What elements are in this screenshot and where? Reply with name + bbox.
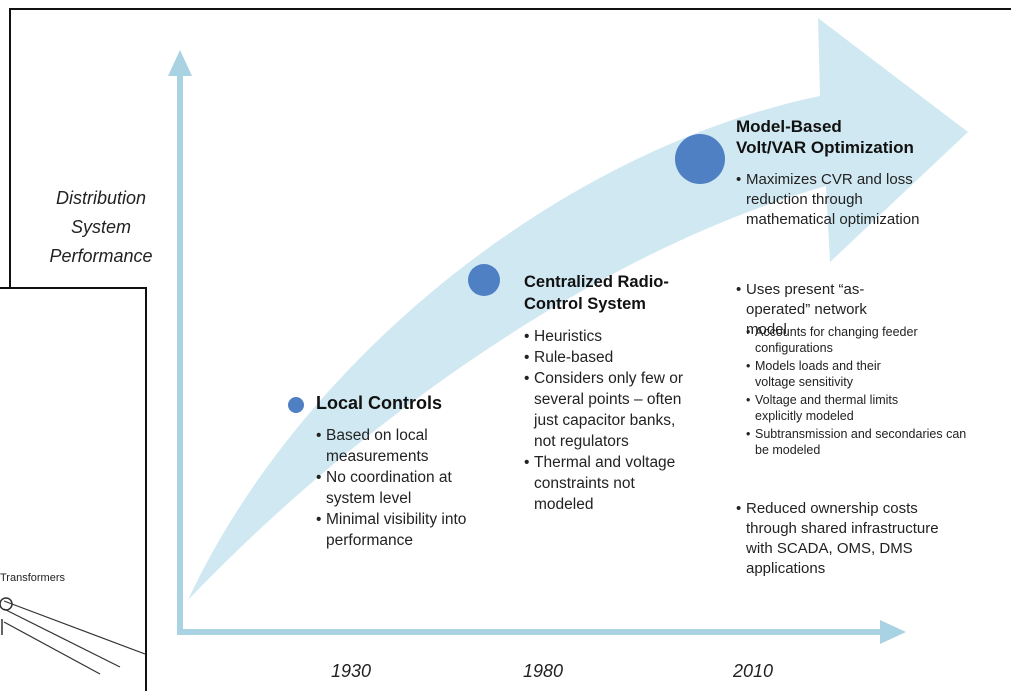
stage-title-centralized: Centralized Radio- Control System — [524, 271, 669, 315]
stage-title-line: Volt/VAR Optimization — [736, 138, 914, 157]
sub-bullet-item: Accounts for changing feeder configurati… — [746, 324, 920, 356]
year-label: 1980 — [523, 661, 564, 681]
year-label: 2010 — [733, 661, 774, 681]
stage-dot-local — [288, 397, 304, 413]
stage-bullets-centralized: Heuristics Rule-based Considers only few… — [524, 326, 694, 515]
stage-title-model-based: Model-Based Volt/VAR Optimization — [736, 116, 914, 158]
stage-title-line: Control System — [524, 295, 646, 313]
sub-bullet-item: Models loads and their voltage sensitivi… — [746, 358, 920, 390]
inset-figure: Transformers — [0, 287, 147, 691]
inset-label: Transformers — [0, 572, 65, 584]
year-label: 1930 — [331, 661, 372, 681]
x-axis-arrowhead — [880, 620, 906, 644]
sub-bullets-model-based: Accounts for changing feeder configurati… — [746, 324, 976, 458]
progress-arrow — [188, 18, 968, 600]
bullet-item: Rule-based — [524, 347, 694, 368]
bullet-item: Minimal visibility into performance — [316, 509, 494, 551]
stage-title-line: Model-Based — [736, 117, 842, 136]
stage-bullets-local: Based on local measurements No coordinat… — [316, 425, 494, 551]
bullet-item: Heuristics — [524, 326, 694, 347]
inset-drawing — [0, 597, 145, 675]
y-axis-label-line: Distribution — [55, 188, 147, 208]
bullet-item: Thermal and voltage constraints not mode… — [524, 452, 694, 515]
bullet-item: Considers only few or several points – o… — [524, 368, 694, 452]
y-axis-label-line: System — [70, 217, 131, 237]
stage-title-local: Local Controls — [316, 393, 443, 413]
bullet-item: No coordination at system level — [316, 467, 494, 509]
stage-title-line: Centralized Radio- — [524, 273, 669, 291]
stage-dot-centralized — [468, 264, 500, 296]
sub-bullet-item: Subtransmission and secondaries can be m… — [746, 426, 967, 458]
bullet-item: Maximizes CVR and loss reduction through… — [736, 170, 926, 230]
y-axis-label-line: Performance — [49, 246, 153, 266]
bullet-item: Reduced ownership costs through shared i… — [736, 499, 956, 579]
y-axis-arrowhead — [168, 50, 192, 76]
stage-bullets-model-based: Maximizes CVR and loss reduction through… — [736, 170, 966, 230]
stage-bullets-model-based-3: Reduced ownership costs through shared i… — [736, 499, 956, 579]
bullet-item: Based on local measurements — [316, 425, 494, 467]
stage-dot-model-based — [675, 134, 725, 184]
y-axis-label: Distribution System Performance — [36, 184, 166, 271]
sub-bullet-item: Voltage and thermal limits explicitly mo… — [746, 392, 920, 424]
